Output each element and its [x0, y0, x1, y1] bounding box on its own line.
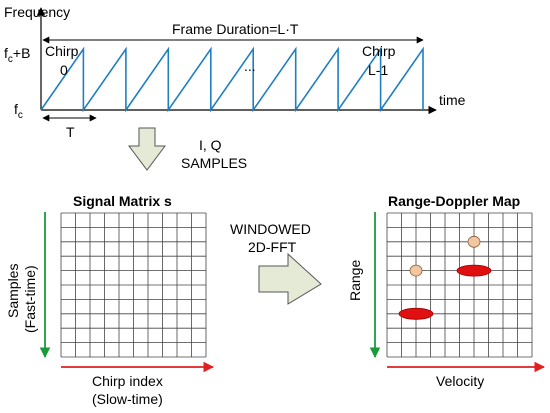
chirp-first-label: Chirp [45, 43, 79, 59]
period-label: T [66, 124, 75, 140]
iq-samples-block-arrow: I, Q SAMPLES [128, 127, 247, 171]
right-block-arrow [258, 252, 322, 305]
range-doppler-map: Range-Doppler Map Range Velocity [347, 193, 546, 389]
frequency-axis-label: Frequency [4, 4, 70, 20]
fft-label: 2D-FFT [248, 239, 297, 255]
slow-time-label: (Slow-time) [92, 391, 163, 407]
chirp-last-label: Chirp [362, 43, 396, 59]
frame-duration-label: Frame Duration=L·T [172, 21, 299, 37]
chirp-last-index: L-1 [368, 62, 388, 78]
chirp-first-index: 0 [60, 62, 68, 78]
ellipsis-label: ... [244, 58, 256, 74]
range-doppler-grid [386, 212, 533, 358]
samples-label: SAMPLES [181, 155, 247, 171]
fft-block-arrow-group: WINDOWED 2D-FFT [230, 221, 322, 305]
range-axis-label: Range [347, 260, 363, 301]
samples-axis-label: Samples [5, 264, 21, 318]
fc-label: fc [14, 101, 23, 121]
range-doppler-targets [398, 235, 492, 320]
fast-time-axis-label: (Fast-time) [22, 265, 38, 333]
chirp-waveform [40, 46, 424, 113]
down-block-arrow [128, 127, 166, 171]
target-red-ellipse-3 [398, 307, 434, 320]
time-axis-label: time [439, 92, 466, 108]
signal-matrix: Signal Matrix s Samples (Fast-time) Chir… [5, 193, 215, 407]
target-red-ellipse-2 [456, 264, 492, 277]
range-doppler-title: Range-Doppler Map [388, 193, 520, 209]
signal-matrix-title: Signal Matrix s [73, 193, 172, 209]
signal-matrix-grid [60, 212, 207, 358]
target-peach-circle-1 [409, 264, 423, 277]
chirp-index-label: Chirp index [92, 373, 163, 389]
chirp-plot: Frequency time Frame Duration=L·T fc+B f… [4, 4, 466, 140]
target-peach-circle-0 [467, 235, 481, 248]
iq-label: I, Q [199, 137, 222, 153]
windowed-label: WINDOWED [230, 221, 311, 237]
fc-plus-b-label: fc+B [4, 45, 30, 65]
velocity-axis-label: Velocity [436, 373, 484, 389]
